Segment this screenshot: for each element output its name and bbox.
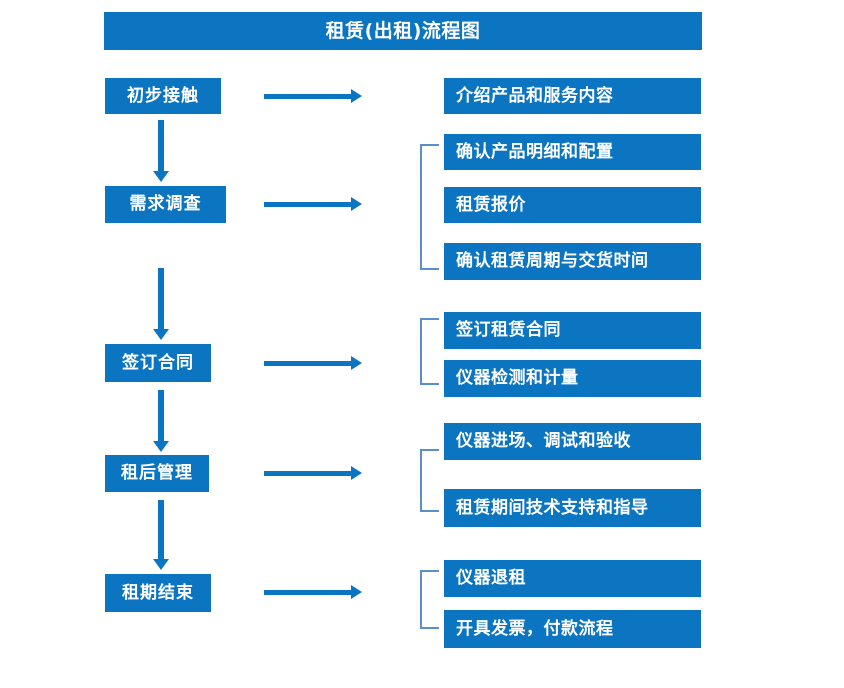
detail-bracket-stage-2 xyxy=(420,144,439,270)
stage-box-5[interactable]: 租期结束 xyxy=(105,574,211,612)
detail-box-3-2[interactable]: 仪器检测和计量 xyxy=(444,360,701,397)
detail-box-3-1[interactable]: 签订租赁合同 xyxy=(444,312,701,349)
stage-box-2[interactable]: 需求调查 xyxy=(105,186,226,223)
flow-arrow-down-3 xyxy=(152,390,170,452)
detail-bracket-stage-3 xyxy=(420,318,439,385)
detail-box-2-1[interactable]: 确认产品明细和配置 xyxy=(444,134,701,170)
detail-bracket-stage-5 xyxy=(420,570,439,629)
diagram-title: 租赁(出租)流程图 xyxy=(325,19,481,42)
flow-arrow-down-1 xyxy=(152,120,170,182)
detail-box-1-1[interactable]: 介绍产品和服务内容 xyxy=(444,78,701,114)
detail-box-5-2[interactable]: 开具发票，付款流程 xyxy=(444,610,701,648)
stage-box-3[interactable]: 签订合同 xyxy=(105,344,211,382)
flow-arrow-right-4 xyxy=(264,465,362,481)
flow-arrow-right-3 xyxy=(264,355,362,371)
flow-arrow-down-4 xyxy=(152,500,170,570)
flow-arrow-down-2 xyxy=(152,268,170,340)
detail-box-5-1[interactable]: 仪器退租 xyxy=(444,560,701,597)
diagram-title-bar: 租赁(出租)流程图 xyxy=(104,12,702,50)
detail-box-2-2[interactable]: 租赁报价 xyxy=(444,187,701,223)
flow-arrow-right-1 xyxy=(264,88,362,104)
stage-box-4[interactable]: 租后管理 xyxy=(105,455,209,492)
flow-arrow-right-5 xyxy=(264,584,362,600)
detail-box-4-1[interactable]: 仪器进场、调试和验收 xyxy=(444,423,701,460)
detail-box-4-2[interactable]: 租赁期间技术支持和指导 xyxy=(444,489,701,527)
flow-arrow-right-2 xyxy=(264,196,362,212)
stage-box-1[interactable]: 初步接触 xyxy=(105,78,221,114)
detail-bracket-stage-4 xyxy=(420,449,439,512)
detail-box-2-3[interactable]: 确认租赁周期与交货时间 xyxy=(444,243,701,280)
